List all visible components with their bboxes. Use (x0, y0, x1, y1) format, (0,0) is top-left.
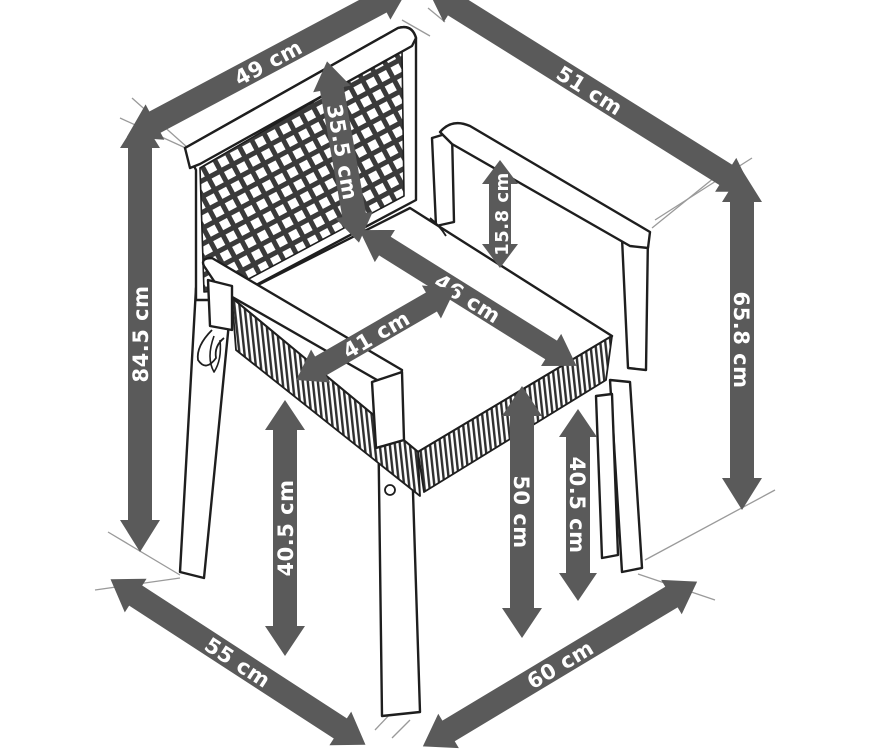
rear-right-leg (608, 378, 644, 574)
arrow-arm-rest-height: 15.8 cm (482, 160, 518, 268)
arrow-base-width: 55 cm (110, 578, 366, 746)
label-back-width: 49 cm (230, 35, 306, 91)
arrow-leg-height-left: 40.5 cm (265, 400, 305, 656)
seat-side-cord (231, 297, 421, 497)
right-front-support (620, 232, 650, 372)
cushion-tie-right (429, 217, 447, 237)
right-arm-support (430, 130, 456, 228)
label-overall-height: 84.5 cm (129, 286, 153, 383)
arrow-arm-height: 65.8 cm (722, 170, 762, 510)
arrow-seat-height: 50 cm (502, 386, 542, 638)
label-arm-height: 65.8 cm (729, 292, 753, 389)
left-arm-support (370, 370, 406, 450)
arrow-leg-height-right: 40.5 cm (559, 409, 597, 601)
cushion-tie (196, 329, 225, 367)
right-armrest (438, 121, 652, 250)
left-rear-support (206, 278, 234, 332)
arrow-overall-height: 84.5 cm (120, 116, 160, 552)
label-base-width: 55 cm (200, 633, 275, 693)
backrest-top-rail (183, 25, 418, 170)
rear-left-leg (178, 286, 234, 580)
arrow-overall-depth-top: 51 cm (427, 0, 753, 192)
label-leg-height-left: 40.5 cm (274, 480, 298, 577)
label-leg-height-right: 40.5 cm (565, 457, 589, 554)
label-overall-depth-top: 51 cm (552, 61, 627, 120)
chair-drawing (178, 25, 652, 718)
front-right-leg (594, 392, 620, 560)
arrow-base-depth: 60 cm (422, 579, 698, 749)
label-seat-height: 50 cm (509, 475, 533, 548)
label-arm-rest-height: 15.8 cm (492, 172, 513, 256)
label-base-depth: 60 cm (523, 636, 598, 694)
